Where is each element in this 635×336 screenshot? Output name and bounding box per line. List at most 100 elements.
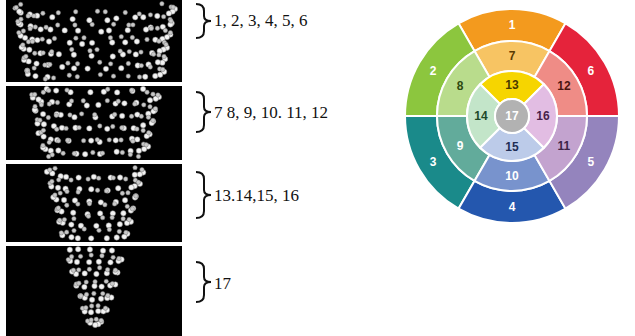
point-cloud-dot: [92, 283, 97, 288]
point-cloud-dot: [84, 280, 88, 284]
bullseye-segment: [495, 99, 529, 133]
point-cloud-dot: [89, 304, 93, 308]
segment-number: 7: [509, 50, 516, 62]
point-cloud-dot: [69, 99, 73, 103]
point-cloud-dot: [135, 127, 139, 131]
point-cloud-dot: [122, 40, 127, 45]
point-cloud-dot: [169, 19, 173, 23]
point-cloud-dot: [81, 99, 85, 103]
point-cloud-dot: [111, 176, 115, 180]
point-cloud-dot: [33, 51, 37, 55]
point-cloud-dot: [110, 215, 114, 219]
point-cloud-dot: [133, 165, 137, 169]
point-cloud-dot: [82, 284, 87, 289]
segment-number: 9: [457, 140, 464, 152]
point-cloud-dot: [112, 202, 116, 206]
point-cloud-dot: [115, 186, 120, 191]
point-cloud-dot: [89, 253, 93, 257]
point-cloud-dot: [91, 150, 95, 154]
point-cloud-dot: [112, 112, 116, 116]
point-cloud-dot: [139, 50, 143, 54]
point-cloud-dot: [142, 74, 147, 79]
point-cloud-dot: [47, 140, 51, 144]
point-cloud-dot: [117, 229, 121, 233]
point-cloud-dot: [110, 54, 115, 59]
point-cloud-dot: [111, 124, 115, 128]
point-cloud-dot: [119, 34, 123, 38]
point-cloud-dot: [118, 49, 122, 53]
point-cloud-dot: [88, 236, 93, 241]
point-cloud-dot: [87, 247, 92, 252]
point-cloud-dot: [56, 148, 61, 153]
point-cloud-dot: [119, 65, 124, 70]
point-cloud-dot: [14, 5, 18, 9]
point-cloud-dot: [53, 166, 57, 170]
point-cloud-dot: [46, 115, 50, 119]
point-cloud-dot: [89, 187, 94, 192]
point-cloud-dot: [50, 49, 54, 53]
segment-list-label: 17: [214, 275, 231, 292]
point-cloud-dot: [71, 66, 76, 71]
point-cloud-dot: [99, 284, 104, 289]
point-cloud-dot: [113, 268, 117, 272]
point-cloud-dot: [76, 175, 81, 180]
point-cloud-dot: [32, 66, 36, 70]
segment-number: 16: [536, 110, 549, 122]
point-cloud-dot: [95, 137, 99, 141]
point-cloud-dot: [117, 221, 122, 226]
point-cloud-dot: [129, 114, 133, 118]
point-cloud-dot: [43, 77, 47, 81]
point-cloud-dot: [33, 73, 38, 78]
point-cloud-dot: [73, 23, 77, 27]
point-cloud-dot: [38, 118, 42, 122]
point-cloud-dot: [76, 190, 80, 194]
point-cloud-dot: [121, 211, 126, 216]
point-cloud-dot: [105, 188, 110, 193]
point-cloud-dot: [61, 151, 65, 155]
point-cloud-dot: [121, 217, 125, 221]
point-cloud-dot: [133, 102, 137, 106]
point-cloud-dot: [155, 13, 160, 18]
point-cloud-dot: [55, 23, 59, 27]
point-cloud-dot: [111, 74, 115, 78]
point-cloud-dot: [136, 180, 140, 184]
point-cloud-dot: [143, 27, 148, 32]
point-cloud-dot: [151, 92, 155, 96]
point-cloud-dot: [120, 150, 124, 154]
point-cloud-dot: [148, 65, 152, 69]
point-cloud-dot: [125, 204, 129, 208]
point-cloud-dot: [56, 206, 60, 210]
point-cloud-dot: [79, 41, 84, 46]
point-cloud-dot: [48, 168, 52, 172]
point-cloud-dot: [141, 128, 145, 132]
point-cloud-dot: [164, 42, 168, 46]
point-cloud-dot: [171, 5, 175, 9]
point-cloud-dot: [77, 281, 81, 285]
point-cloud-dot: [148, 104, 152, 108]
point-cloud-dot: [82, 227, 86, 231]
point-cloud-dot: [105, 18, 110, 23]
point-cloud-dot: [94, 271, 99, 276]
segment-number: 17: [505, 110, 518, 122]
point-cloud-dot: [96, 259, 101, 264]
point-cloud-dot: [123, 10, 127, 14]
point-cloud-dot: [104, 279, 108, 283]
point-cloud-dot: [75, 28, 80, 33]
point-cloud-dot: [97, 228, 101, 232]
point-cloud-dot: [100, 151, 104, 155]
point-cloud-dot: [50, 179, 54, 183]
point-cloud-dot: [145, 37, 149, 41]
point-cloud-dot: [87, 126, 92, 131]
point-cloud-dot: [105, 268, 109, 272]
slice-panel: [6, 0, 182, 82]
point-cloud-dot: [67, 40, 72, 45]
point-cloud-dot: [126, 61, 130, 65]
point-cloud-dot: [72, 114, 77, 119]
point-cloud-dot: [65, 189, 69, 193]
point-cloud-dot: [36, 97, 41, 102]
point-cloud-dot: [147, 130, 151, 134]
point-cloud-dot: [96, 308, 101, 313]
point-cloud-dot: [97, 176, 101, 180]
